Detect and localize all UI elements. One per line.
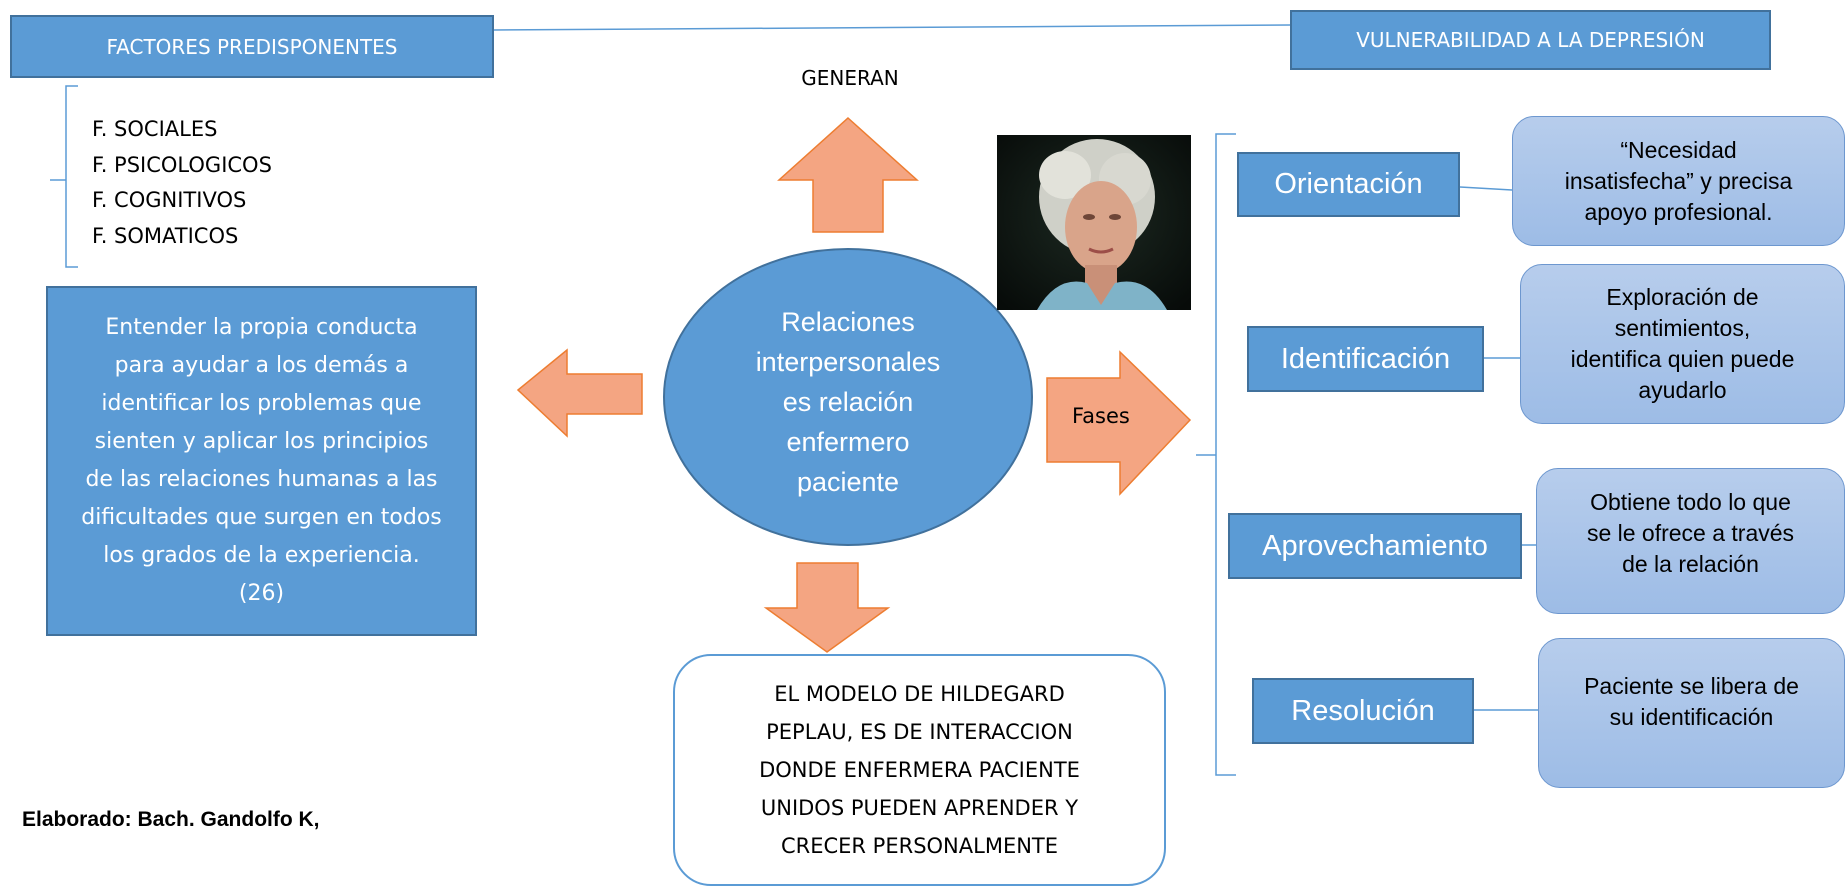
identification-description: Exploración de sentimientos, identifica … xyxy=(1520,264,1845,424)
identification-desc-line-4: ayudarlo xyxy=(1638,377,1727,403)
factor-somatic: F. SOMATICOS xyxy=(92,223,239,248)
arrow-right xyxy=(1046,350,1192,496)
phase-identification: Identificación xyxy=(1247,326,1484,392)
predisposing-factors-header: FACTORES PREDISPONENTES xyxy=(10,15,494,78)
factor-cognitive: F. COGNITIVOS xyxy=(92,188,247,212)
center-line-4: enfermero xyxy=(786,427,910,457)
arrow-left xyxy=(516,348,643,438)
identification-desc-line-3: identifica quien puede xyxy=(1570,346,1795,372)
identification-desc-line-2: sentimientos, xyxy=(1614,315,1751,341)
author-credit: Elaborado: Bach. Gandolfo K, xyxy=(22,808,320,831)
fases-label: Fases xyxy=(1072,404,1130,428)
center-text: Relaciones interpersonales es relación e… xyxy=(700,302,996,502)
model-line-2: PEPLAU, ES DE INTERACCION xyxy=(766,720,1073,744)
factors-bracket xyxy=(50,85,78,268)
center-line-3: es relación xyxy=(782,387,914,417)
vulnerability-header: VULNERABILIDAD A LA DEPRESIÓN xyxy=(1290,10,1771,70)
phases-bracket xyxy=(1196,133,1236,776)
resolution-desc-line-2: su identificación xyxy=(1609,704,1774,730)
phase-resolution: Resolución xyxy=(1252,678,1474,744)
factor-social: F. SOCIALES xyxy=(92,117,218,141)
arrow-up xyxy=(777,116,919,233)
exploitation-desc-line-3: de la relación xyxy=(1622,551,1759,577)
center-line-5: paciente xyxy=(796,467,900,497)
resolution-desc-line-1: Paciente se libera de xyxy=(1584,673,1799,699)
orientation-desc-line-1: “Necesidad xyxy=(1620,136,1737,163)
factor-psychological: F. PSICOLOGICOS xyxy=(92,152,272,177)
header-connector-line xyxy=(493,24,1291,31)
resolution-description: Paciente se libera de su identificación xyxy=(1538,638,1845,788)
factors-list: F. SOCIALES F. PSICOLOGICOS F. COGNITIVO… xyxy=(92,112,272,254)
phase-exploitation: Aprovechamiento xyxy=(1228,513,1522,579)
peplau-model-box: EL MODELO DE HILDEGARD PEPLAU, ES DE INT… xyxy=(673,654,1166,886)
model-line-3: DONDE ENFERMERA PACIENTE xyxy=(759,758,1080,782)
exploitation-description: Obtiene todo lo que se le ofrece a travé… xyxy=(1536,468,1845,614)
center-ellipse xyxy=(663,248,1033,546)
portrait-photo xyxy=(997,135,1191,310)
model-line-1: EL MODELO DE HILDEGARD xyxy=(774,682,1065,706)
model-line-4: UNIDOS PUEDEN APRENDER Y xyxy=(760,796,1079,820)
understanding-box: Entender la propia conducta para ayudar … xyxy=(46,286,477,636)
phase-orientation: Orientación xyxy=(1237,152,1460,217)
orientation-desc-line-3: apoyo profesional. xyxy=(1584,198,1773,225)
generan-label: GENERAN xyxy=(801,66,899,90)
identification-desc-line-1: Exploración de xyxy=(1606,284,1759,310)
arrow-down xyxy=(763,562,891,653)
orientation-description: “Necesidad insatisfecha” y precisa apoyo… xyxy=(1512,116,1845,246)
phase-connector-1 xyxy=(1459,186,1513,191)
orientation-desc-line-2: insatisfecha” y precisa xyxy=(1564,167,1793,194)
model-line-5: CRECER PERSONALMENTE xyxy=(780,834,1059,858)
center-line-1: Relaciones xyxy=(781,307,915,337)
portrait-image xyxy=(997,135,1191,310)
exploitation-desc-line-2: se le ofrece a través xyxy=(1586,520,1795,546)
exploitation-desc-line-1: Obtiene todo lo que xyxy=(1590,489,1791,515)
center-line-2: interpersonales xyxy=(755,347,941,377)
